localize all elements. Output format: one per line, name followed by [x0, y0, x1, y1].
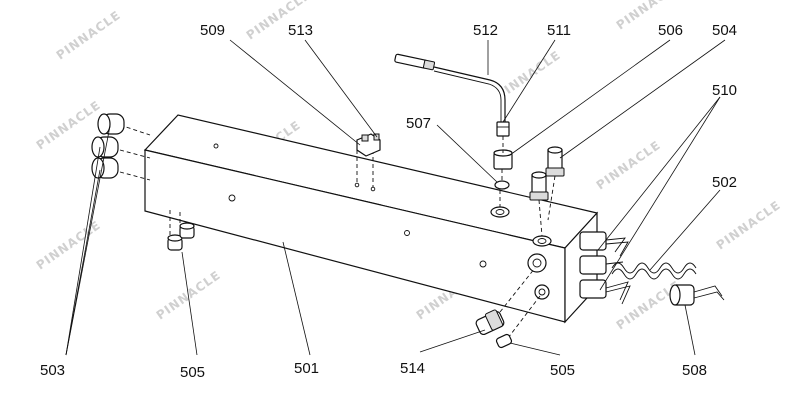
plug-505-left [167, 210, 195, 251]
front-port [534, 284, 550, 300]
watermark: PINNACLE [34, 218, 104, 273]
connectors-510 [579, 231, 631, 305]
hole [479, 260, 487, 268]
fitting-stack [493, 121, 513, 207]
watermark: PINNACLE [714, 198, 784, 253]
front-port-inner [538, 288, 546, 296]
front-port [527, 253, 547, 273]
leader-lines [65, 39, 726, 356]
top-port-inner [537, 238, 547, 244]
callout-505-left: 505 [180, 364, 205, 381]
callout-504: 504 [712, 22, 737, 39]
callout-506: 506 [658, 22, 683, 39]
callout-507: 507 [406, 115, 431, 132]
callout-510: 510 [712, 82, 737, 99]
callout-509: 509 [200, 22, 225, 39]
callout-511: 511 [547, 22, 571, 39]
bracket-509-513 [354, 133, 381, 192]
front-port-inner [532, 258, 542, 268]
callout-502: 502 [712, 174, 737, 191]
callout-501: 501 [294, 360, 319, 377]
fittings-504 [529, 146, 565, 237]
watermark: PINNACLE [54, 8, 124, 63]
connector-508 [669, 284, 725, 306]
callout-508: 508 [682, 362, 707, 379]
callout-labels: 509 513 512 511 506 504 510 507 502 503 … [40, 22, 737, 381]
spring-502 [611, 262, 697, 280]
fitting-514 [475, 267, 536, 336]
end-cap-face [97, 113, 111, 135]
hole [213, 143, 219, 149]
plug-505-right [495, 295, 541, 349]
oring-507 [494, 180, 510, 190]
callout-513: 513 [288, 22, 313, 39]
end-cap-face [91, 136, 105, 158]
top-port-inner [495, 209, 505, 215]
fitting-511 [496, 121, 510, 137]
callout-514: 514 [400, 360, 425, 377]
top-port [532, 235, 552, 247]
hole [228, 194, 236, 202]
callout-512: 512 [473, 22, 498, 39]
callout-503: 503 [40, 362, 65, 379]
sensor-probe-512 [394, 53, 506, 122]
top-port [490, 206, 510, 218]
hole [404, 230, 410, 236]
callout-505-right: 505 [550, 362, 575, 379]
end-caps-503 [91, 113, 151, 181]
watermark: PINNACLE [594, 138, 664, 193]
